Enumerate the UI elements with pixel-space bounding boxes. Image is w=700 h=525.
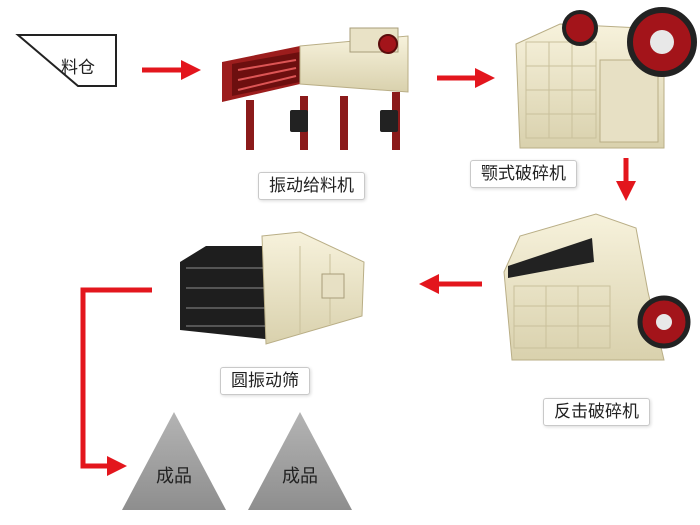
arrow-screen-to-products (80, 287, 152, 476)
feeder-label: 振动给料机 (258, 172, 365, 200)
product-pile-2: 成品 (248, 412, 352, 510)
impact-crusher-icon (503, 213, 691, 361)
screen-label: 圆振动筛 (220, 367, 310, 395)
jaw-crusher-label: 颚式破碎机 (470, 160, 577, 188)
jaw-crusher-icon (515, 7, 697, 149)
circular-vibrating-screen-icon (180, 231, 365, 345)
impact-crusher-label: 反击破碎机 (543, 398, 650, 426)
product-label-1: 成品 (156, 466, 192, 487)
product-label-2: 成品 (282, 466, 318, 487)
material-bin-icon: 料仓 (15, 34, 117, 87)
product-pile-1: 成品 (122, 412, 226, 510)
vibrating-feeder-icon (222, 27, 409, 150)
bin-label: 料仓 (61, 58, 95, 78)
